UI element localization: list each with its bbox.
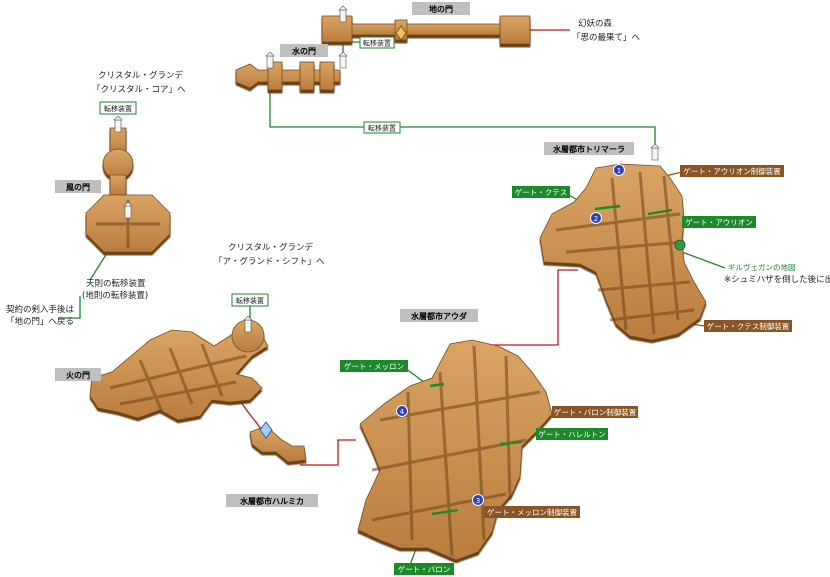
gate-bars: [429, 204, 673, 516]
gate-label-baron: ゲート・バロン: [394, 563, 454, 575]
ctrl-label-aurion: ゲート・アウリオン制御装置: [680, 165, 784, 177]
svg-text:3: 3: [476, 497, 480, 505]
svg-text:水の門: 水の門: [291, 46, 316, 56]
svg-text:ギルヴェガンの地図: ギルヴェガンの地図: [728, 262, 796, 272]
svg-text:水層都市ハルミカ: 水層都市ハルミカ: [239, 496, 304, 506]
svg-text:(地則の転移装置): (地則の転移装置): [82, 290, 148, 301]
area-tag-kaze-gate: 風の門: [55, 180, 101, 193]
svg-text:水層都市アウダ: 水層都市アウダ: [410, 311, 467, 321]
notes: 幻妖の森 「思の最果て」へ クリスタル・グランデ 「クリスタル・コア」へ クリス…: [6, 18, 830, 327]
svg-text:ゲート・バロン制御装置: ゲート・バロン制御装置: [554, 407, 637, 417]
svg-text:転移装置: 転移装置: [363, 39, 391, 48]
gate-label-kutesu: ゲート・クテス: [512, 186, 570, 198]
svg-text:「思の最果て」へ: 「思の最果て」へ: [572, 33, 641, 43]
teleport-label-shift: 転移装置: [231, 293, 269, 307]
svg-text:ゲート・メッロン: ゲート・メッロン: [344, 362, 404, 371]
svg-text:4: 4: [400, 408, 405, 416]
area-tag-hi-gate: 火の門: [55, 368, 101, 381]
svg-text:天則の転移装置: 天則の転移装置: [86, 278, 146, 289]
svg-text:※シュミハザを倒した後に出現: ※シュミハザを倒した後に出現: [724, 274, 830, 285]
control-labels: ゲート・アウリオン制御装置 ゲート・クテス制御装置 ゲート・バロン制御装置 ゲー…: [484, 165, 792, 518]
svg-text:地の門: 地の門: [429, 4, 453, 14]
auda-floor: [357, 339, 553, 561]
pillar-torimara: [650, 143, 660, 161]
gate-label-aurion: ゲート・アウリオン: [682, 216, 756, 228]
chi-gate-floor: [321, 15, 531, 45]
pillar-mizu-1: [265, 51, 275, 69]
ctrl-label-kutesu: ゲート・クテス制御装置: [704, 320, 792, 332]
svg-text:ゲート・アウリオン制御装置: ゲート・アウリオン制御装置: [683, 166, 781, 176]
svg-text:契約の剣入手後は: 契約の剣入手後は: [6, 304, 75, 315]
crystal-icon: [259, 421, 273, 439]
pillar-shift: [243, 315, 253, 333]
svg-text:クリスタル・グランデ: クリスタル・グランデ: [228, 242, 314, 253]
teleport-labels: 転移装置 転移装置 転移装置 転移装置: [99, 36, 401, 307]
svg-text:「クリスタル・コア」へ: 「クリスタル・コア」へ: [92, 85, 186, 95]
svg-text:幻妖の森: 幻妖の森: [578, 18, 613, 29]
svg-text:ゲート・ハレルトン: ゲート・ハレルトン: [538, 430, 606, 439]
gate-labels: ゲート・クテス ゲート・アウリオン ゲート・メッロン ゲート・ハレルトン ゲート…: [340, 186, 756, 575]
teleport-label-mid: 転移装置: [363, 121, 401, 134]
teleport-label-core: 転移装置: [99, 101, 137, 115]
hi-gate-floor: [89, 319, 307, 463]
kaze-gate-floor: [85, 127, 171, 253]
svg-text:「地の門」へ戻る: 「地の門」へ戻る: [6, 316, 74, 327]
return-link: [58, 296, 81, 319]
pillar-kaze: [123, 201, 133, 219]
gate-label-harurton: ゲート・ハレルトン: [536, 428, 608, 440]
svg-text:ゲート・メッロン制御装置: ゲート・メッロン制御装置: [487, 507, 577, 517]
svg-text:ゲート・クテス制御装置: ゲート・クテス制御装置: [707, 321, 790, 331]
dungeon-floors: [85, 15, 707, 561]
ctrl-label-baron: ゲート・バロン制御装置: [552, 406, 638, 418]
pillar-core: [113, 115, 123, 133]
floor-walls: [96, 171, 695, 557]
torimara-floor: [539, 163, 707, 341]
marker-3: 3: [472, 494, 484, 506]
svg-text:1: 1: [617, 167, 621, 175]
teleporter-pillars: [113, 5, 660, 333]
svg-text:転移装置: 転移装置: [368, 124, 396, 133]
svg-text:クリスタル・グランデ: クリスタル・グランデ: [98, 70, 184, 81]
svg-text:転移装置: 転移装置: [104, 104, 132, 113]
map-item-icon: [674, 239, 686, 251]
area-tag-torimara: 水層都市トリマーラ: [544, 142, 634, 155]
svg-text:ゲート・バロン: ゲート・バロン: [398, 565, 451, 574]
marker-2: 2: [590, 212, 602, 224]
crystal-icon: [395, 25, 407, 41]
area-tags: 地の門 水の門 風の門 火の門 水層都市ハルミカ 水層都市アウダ 水層都市トリマ…: [55, 2, 634, 507]
area-tag-mizu-gate: 水の門: [280, 44, 328, 57]
mizu-gate-floor: [235, 61, 341, 91]
area-tag-auda: 水層都市アウダ: [400, 309, 478, 322]
route-harumika-auda: [300, 439, 356, 466]
marker-4: 4: [396, 405, 408, 417]
ctrl-label-merron: ゲート・メッロン制御装置: [484, 506, 580, 518]
route-auda-torimara: [480, 269, 578, 346]
svg-text:火の門: 火の門: [66, 371, 90, 380]
svg-text:水層都市トリマーラ: 水層都市トリマーラ: [552, 144, 625, 154]
svg-text:2: 2: [594, 215, 598, 223]
pillar-chi: [338, 5, 348, 23]
teleport-label-chi: 転移装置: [359, 36, 395, 49]
svg-text:風の門: 風の門: [66, 183, 90, 192]
teleport-link-mizu-torimara: [269, 72, 656, 152]
svg-text:ゲート・クテス: ゲート・クテス: [515, 188, 568, 197]
gate-label-merron: ゲート・メッロン: [340, 360, 408, 372]
svg-text:ゲート・アウリオン: ゲート・アウリオン: [685, 218, 753, 227]
area-tag-chi-gate: 地の門: [412, 2, 470, 15]
pillar-mizu-2: [338, 51, 348, 69]
area-tag-harumika: 水層都市ハルミカ: [226, 494, 318, 507]
marker-1: 1: [613, 164, 625, 176]
crystal-icons: [259, 25, 686, 439]
svg-text:「ア・グランド・シフト」へ: 「ア・グランド・シフト」へ: [214, 256, 325, 267]
svg-text:転移装置: 転移装置: [236, 296, 264, 305]
